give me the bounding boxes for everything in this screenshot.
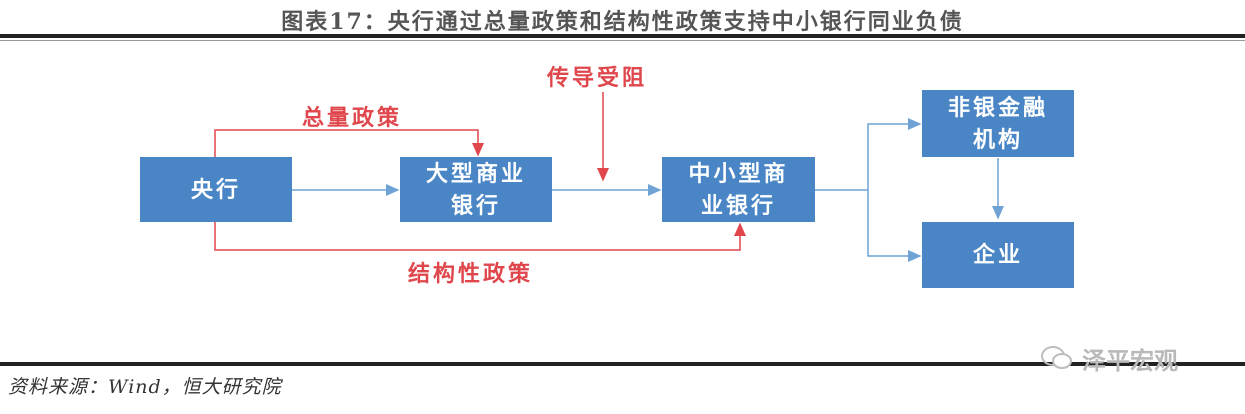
arrow-to-enterprise [867,190,922,262]
node-nonbank-financial: 非银金融 机构 [922,90,1074,157]
node-central-bank: 央行 [140,157,292,222]
label-aggregate-policy: 总量政策 [302,105,403,131]
arrow-structural-policy [214,222,746,251]
bottom-rule [0,362,1245,366]
watermark-text: 泽平宏观 [1082,346,1178,375]
watermark: 泽平宏观 [1040,340,1215,376]
label-transmission-blocked: 传导受阻 [547,65,648,91]
figure-title: 图表17：央行通过总量政策和结构性政策支持中小银行同业负债 [281,9,964,35]
label-structural-policy: 结构性政策 [408,261,534,287]
arrow-aggregate-policy [214,129,484,157]
wechat-icon [1040,345,1074,371]
top-rule [0,34,1245,38]
top-thin-rule [0,40,1245,41]
node-small-medium-banks: 中小型商 业银行 [662,157,815,222]
arrow-to-nonbank [867,118,922,190]
node-large-commercial-banks: 大型商业 银行 [400,157,552,222]
source-note: 资料来源：Wind，恒大研究院 [8,376,282,398]
node-enterprise: 企业 [922,222,1074,288]
